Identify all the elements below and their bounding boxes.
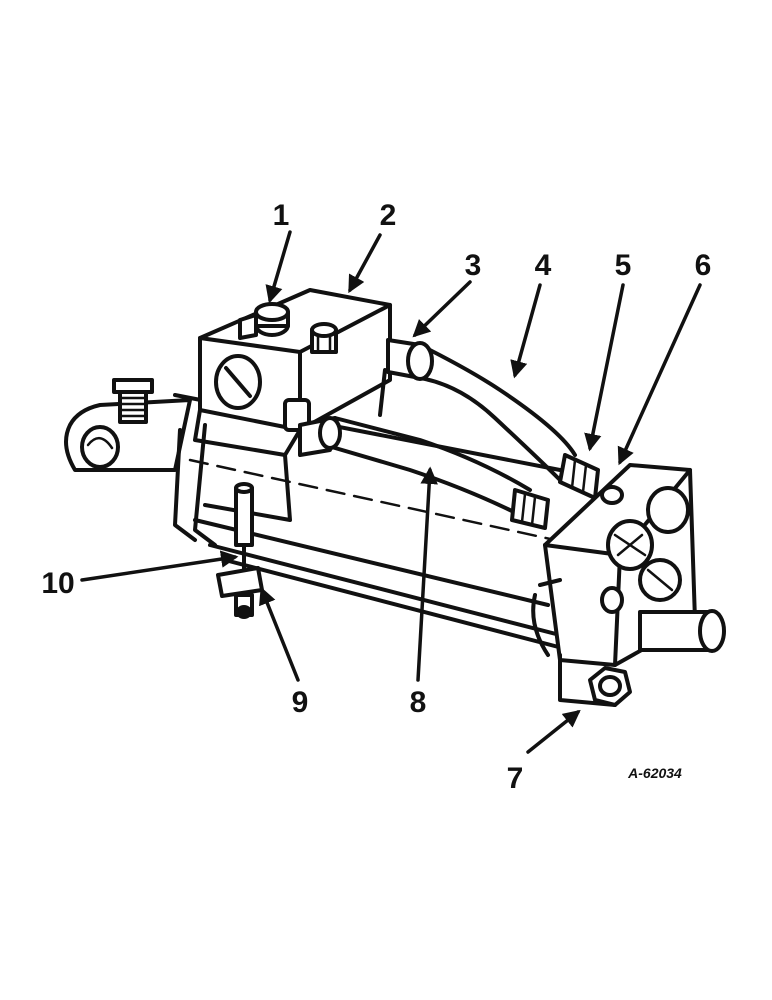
piston-rod — [638, 609, 726, 653]
lower-tube — [298, 416, 550, 530]
callout-label-8: 8 — [410, 686, 427, 719]
callout-label-4: 4 — [535, 249, 552, 282]
rear-fitting — [112, 378, 154, 424]
reference-number: A-62034 — [627, 765, 682, 781]
callout-label-5: 5 — [615, 249, 632, 282]
tie-rod-nut — [558, 653, 632, 707]
callout-label-9: 9 — [292, 686, 309, 719]
leader-lines — [80, 230, 702, 754]
callout-label-7: 7 — [507, 762, 524, 795]
plug-fitting — [238, 302, 290, 340]
valve-nut — [310, 322, 338, 354]
callout-label-2: 2 — [380, 199, 397, 232]
callout-label-1: 1 — [273, 199, 290, 232]
valve-bracket — [173, 368, 387, 547]
callout-label-3: 3 — [465, 249, 482, 282]
stop-valve — [216, 482, 264, 619]
callout-label-6: 6 — [695, 249, 712, 282]
callout-label-10: 10 — [41, 567, 74, 600]
rear-clevis-eye — [64, 398, 192, 472]
end-plate — [531, 578, 562, 657]
